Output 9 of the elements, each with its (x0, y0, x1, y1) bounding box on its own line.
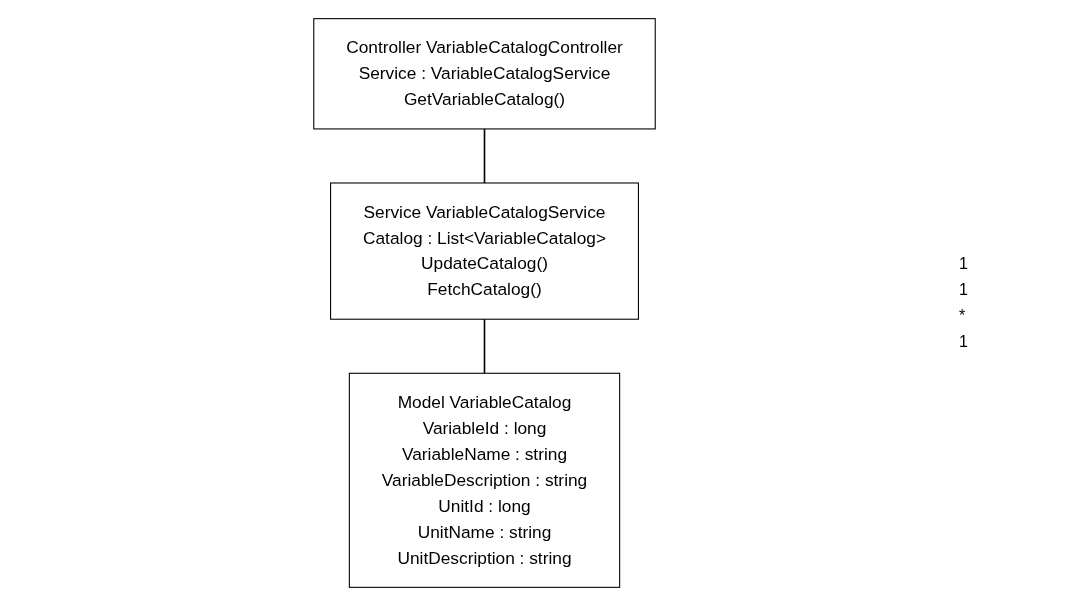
multiplicity-label: 1 (959, 333, 969, 351)
multiplicity-label: * (959, 307, 967, 325)
node-box: Service VariableCatalogService Catalog : List<VariableCatalog> UpdateCatalog() FetchCatalog() (330, 182, 639, 320)
multiplicity-label: 1 (959, 281, 969, 299)
connector (483, 318, 486, 375)
connector (483, 128, 486, 184)
node-box: Model VariableCatalog VariableId : long VariableName : string VariableDescription : string UnitId : long UnitName : string UnitDescription : string (348, 372, 621, 588)
multiplicity-label: 1 (959, 255, 969, 273)
node-box: Controller VariableCatalogController Service : VariableCatalogService GetVariableCatalog() (313, 18, 656, 130)
